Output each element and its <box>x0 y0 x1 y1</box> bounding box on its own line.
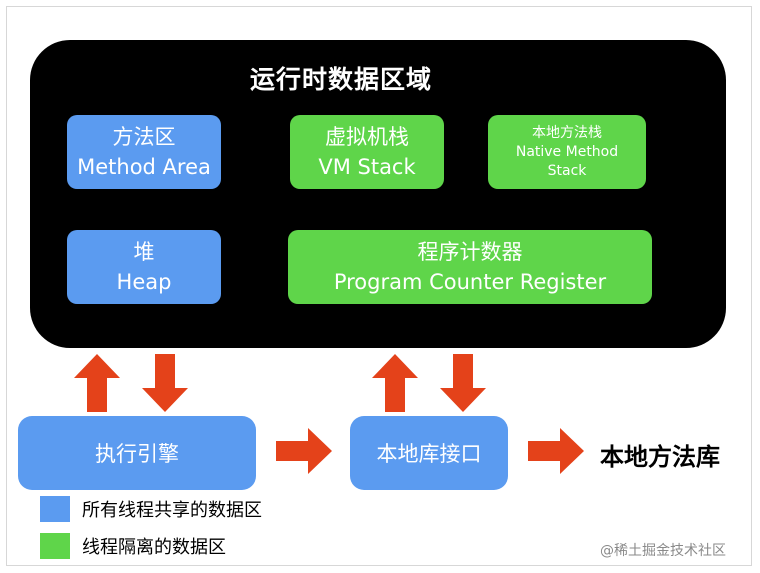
pc-register-zh: 程序计数器 <box>417 240 523 264</box>
vm-stack-zh: 虚拟机栈 <box>325 125 409 149</box>
program-counter-register-box: 程序计数器 Program Counter Register <box>288 230 652 304</box>
vm-stack-en: VM Stack <box>318 155 416 179</box>
right-arrow-icon <box>276 428 332 474</box>
heap-box: 堆 Heap <box>67 230 221 304</box>
native-stack-en-line2: Stack <box>547 162 587 179</box>
native-method-stack-box: 本地方法栈 Native Method Stack <box>488 115 646 189</box>
vm-stack-box: 虚拟机栈 VM Stack <box>290 115 444 189</box>
execution-engine-box: 执行引擎 <box>18 416 256 490</box>
method-area-en: Method Area <box>77 155 211 179</box>
down-arrow-icon <box>142 354 188 412</box>
native-stack-en-line1: Native Method <box>515 143 619 160</box>
runtime-data-area-title: 运行时数据区域 <box>250 65 433 94</box>
method-area-zh: 方法区 <box>112 125 176 149</box>
legend-isolated-label: 线程隔离的数据区 <box>82 537 226 558</box>
right-arrow-icon <box>528 428 584 474</box>
pc-register-en: Program Counter Register <box>333 270 607 294</box>
down-arrow-icon <box>440 354 486 412</box>
legend-shared-label: 所有线程共享的数据区 <box>82 500 262 521</box>
legend-shared: 所有线程共享的数据区 <box>40 496 262 522</box>
watermark: @稀土掘金技术社区 <box>600 543 726 559</box>
heap-en: Heap <box>116 270 172 294</box>
legend-isolated-swatch <box>40 533 70 559</box>
method-area-box: 方法区 Method Area <box>67 115 221 189</box>
legend-isolated: 线程隔离的数据区 <box>40 533 226 559</box>
heap-zh: 堆 <box>133 240 155 264</box>
execution-engine-label: 执行引擎 <box>95 442 179 466</box>
legend-shared-swatch <box>40 496 70 522</box>
native-stack-zh: 本地方法栈 <box>532 124 602 141</box>
up-arrow-icon <box>372 354 418 412</box>
native-interface-label: 本地库接口 <box>376 442 482 466</box>
native-method-library-label: 本地方法库 <box>600 443 720 471</box>
up-arrow-icon <box>74 354 120 412</box>
native-interface-box: 本地库接口 <box>350 416 508 490</box>
